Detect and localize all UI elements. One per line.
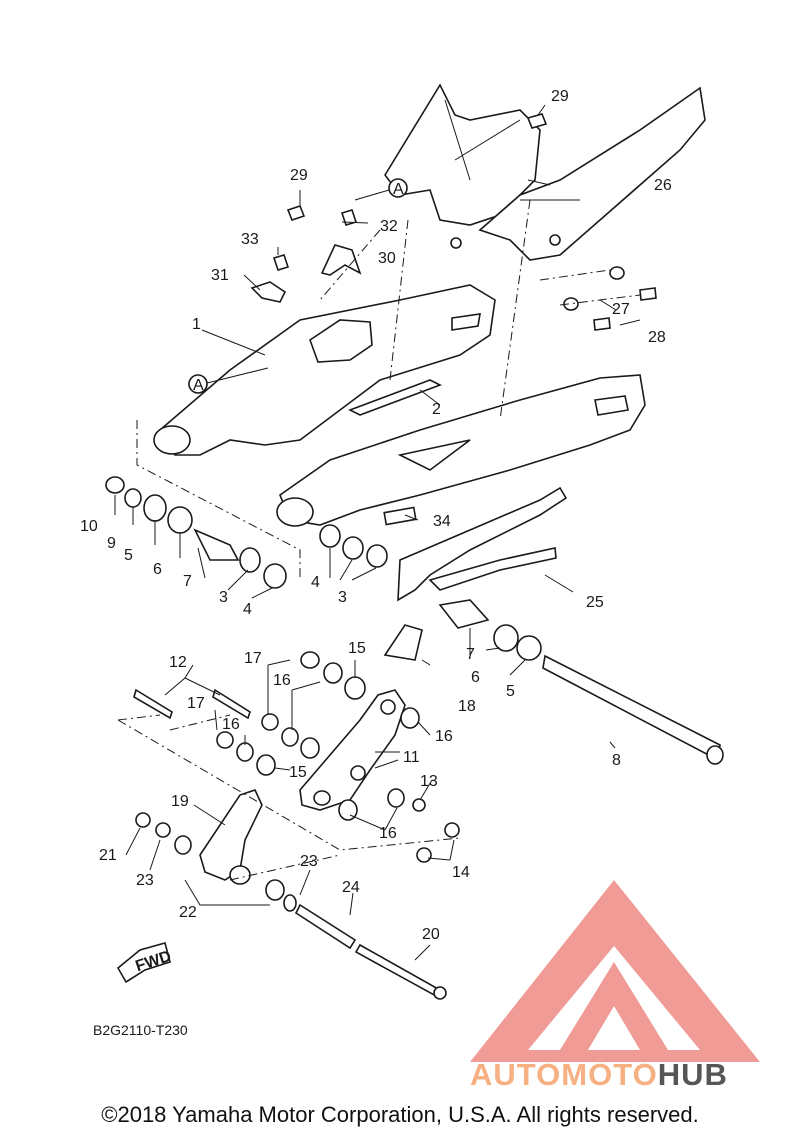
pivot-shaft-8-part	[438, 599, 724, 765]
collar-24-part	[294, 903, 357, 950]
svg-text:A: A	[193, 377, 204, 394]
callout-labels: 29 29 26 32 33 30 31 27 28 1 2 34 10 9 5…	[80, 88, 672, 943]
callout-33: 33	[241, 231, 259, 248]
callout-13: 13	[420, 773, 438, 790]
reference-marker-a-icon: A	[354, 178, 408, 201]
fwd-arrow-icon: FWD	[116, 942, 173, 984]
callout-24: 24	[342, 879, 360, 896]
bolt-28-icon	[593, 287, 657, 331]
bracket-30-part	[320, 244, 362, 276]
callout-1: 1	[192, 316, 201, 333]
svg-text:A: A	[393, 181, 404, 198]
callout-19: 19	[171, 793, 189, 810]
callout-11: 11	[403, 749, 420, 766]
brand-part-hub: HUB	[657, 1057, 728, 1092]
callout-3: 3	[338, 589, 347, 606]
callout-25: 25	[586, 594, 604, 611]
assembly-lines	[117, 199, 641, 881]
link-bearings	[216, 651, 460, 863]
callout-18: 18	[458, 698, 476, 715]
callout-23: 23	[300, 853, 318, 870]
callout-28: 28	[648, 329, 666, 346]
callout-12: 12	[169, 654, 187, 671]
callout-22: 22	[179, 904, 197, 921]
callout-5: 5	[124, 547, 133, 564]
callout-10: 10	[80, 518, 98, 535]
callout-7: 7	[183, 573, 192, 590]
callout-5: 5	[506, 683, 515, 700]
callout-26: 26	[654, 177, 672, 194]
callout-31: 31	[211, 267, 229, 284]
collar-27-icon	[563, 266, 625, 311]
callout-6: 6	[471, 669, 480, 686]
chain-guide-25-part	[397, 486, 568, 602]
callout-15: 15	[348, 640, 366, 657]
callout-4: 4	[243, 601, 252, 618]
pivot-parts-left	[105, 476, 287, 589]
bracket-31-part	[250, 281, 287, 303]
callout-14: 14	[452, 864, 470, 881]
cover-18-part	[383, 624, 423, 661]
watermark-brand-text: AUTOMOTOHUB	[470, 1057, 728, 1093]
screw-32-icon	[340, 209, 358, 226]
label-34-part	[383, 506, 417, 526]
callout-34: 34	[433, 513, 451, 530]
strip-2-part	[348, 379, 442, 416]
callout-17: 17	[244, 650, 262, 667]
callout-20: 20	[422, 926, 440, 943]
callout-21: 21	[99, 847, 117, 864]
callout-4: 4	[311, 574, 320, 591]
reference-marker-a-icon-2: A	[188, 367, 269, 394]
callout-17: 17	[187, 695, 205, 712]
callout-29: 29	[290, 167, 308, 184]
callout-29: 29	[551, 88, 569, 105]
callout-3: 3	[219, 589, 228, 606]
rod-bearings	[135, 812, 297, 912]
brand-part-moto: MOTO	[561, 1057, 658, 1092]
watermark-logo-icon	[470, 880, 760, 1062]
callout-2: 2	[432, 401, 441, 418]
drawing-code: B2G2110-T230	[93, 1022, 188, 1038]
callout-16: 16	[379, 825, 397, 842]
callout-15: 15	[289, 764, 307, 781]
callout-23: 23	[136, 872, 154, 889]
copyright-notice: ©2018 Yamaha Motor Corporation, U.S.A. A…	[101, 1102, 699, 1127]
leader-lines	[114, 104, 641, 961]
relay-arm-11-part	[299, 689, 406, 811]
callout-16: 16	[222, 716, 240, 733]
callout-27: 27	[612, 301, 630, 318]
pivot-parts-right	[319, 524, 388, 568]
swingarm-part	[153, 284, 646, 527]
connecting-rod-19-part	[199, 789, 263, 885]
screw-33-icon	[272, 254, 290, 271]
brand-part-auto: AUTO	[470, 1057, 562, 1092]
callout-8: 8	[612, 752, 621, 769]
bolts-12-icon	[133, 688, 251, 720]
callout-16: 16	[273, 672, 291, 689]
bolt-20-part	[354, 943, 447, 1000]
callout-32: 32	[380, 218, 398, 235]
callout-30: 30	[378, 250, 396, 267]
rear-fender-part	[384, 83, 706, 261]
callout-16: 16	[435, 728, 453, 745]
bolt-29-icon	[286, 113, 548, 221]
callout-7: 7	[466, 646, 475, 663]
callout-9: 9	[107, 535, 116, 552]
callout-6: 6	[153, 561, 162, 578]
